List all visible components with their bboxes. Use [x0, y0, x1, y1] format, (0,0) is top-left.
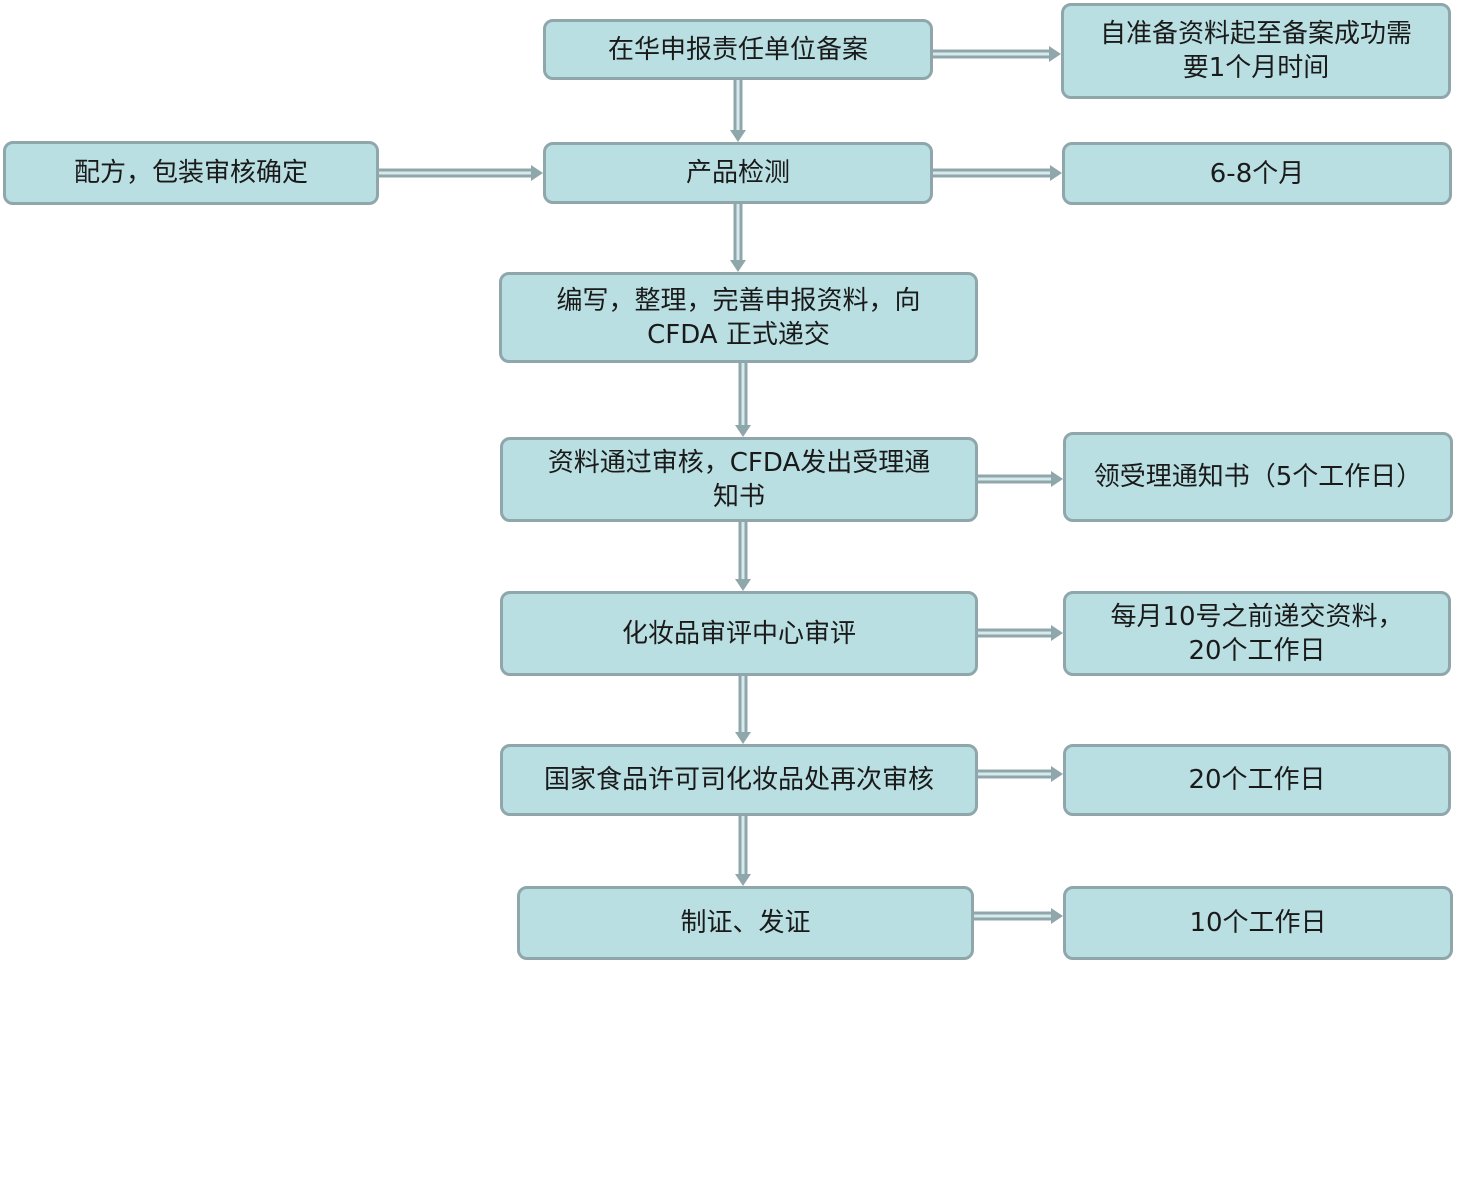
- step-recheck-text: 国家食品许可司化妆品处再次审核: [543, 765, 934, 795]
- step-formula: 配方，包装审核确定: [3, 141, 379, 205]
- step-review: 化妆品审评中心审评: [500, 591, 978, 676]
- arrow-issue-to-time: [974, 908, 1063, 924]
- step-review-duration: 每月10号之前递交资料， 20个工作日: [1063, 591, 1451, 676]
- step-issue-text: 制证、发证: [680, 908, 811, 938]
- arrow-accept-to-time: [978, 471, 1063, 487]
- step-issue-duration-text: 10个工作日: [1189, 908, 1327, 938]
- step-recheck-duration: 20个工作日: [1063, 744, 1451, 816]
- step-review-text: 化妆品审评中心审评: [621, 618, 856, 649]
- arrow-recheck-to-issue: [735, 816, 751, 886]
- step-accept-duration: 领受理通知书（5个工作日）: [1063, 432, 1453, 522]
- step-submit-line1: 编写，整理，完善申报资料，向: [556, 285, 921, 316]
- arrow-review-to-recheck: [735, 676, 751, 744]
- step-register-duration-line2: 要1个月时间: [1182, 53, 1330, 83]
- step-review-duration-line2: 20个工作日: [1188, 635, 1326, 666]
- step-accept: 资料通过审核，CFDA发出受理通 知书: [500, 437, 978, 522]
- arrow-recheck-to-time: [978, 766, 1063, 782]
- step-accept-duration-text: 领受理通知书（5个工作日）: [1093, 462, 1423, 492]
- step-register-text: 在华申报责任单位备案: [607, 34, 868, 65]
- step-register-duration-line1: 自准备资料起至备案成功需: [1099, 19, 1412, 49]
- step-testing-duration-text: 6-8个月: [1209, 158, 1305, 189]
- arrow-accept-to-review: [735, 522, 751, 591]
- step-accept-line1: 资料通过审核，CFDA发出受理通: [547, 447, 931, 478]
- step-issue: 制证、发证: [517, 886, 974, 960]
- step-recheck: 国家食品许可司化妆品处再次审核: [500, 744, 978, 816]
- step-issue-duration: 10个工作日: [1063, 886, 1453, 960]
- arrow-testing-to-submit: [730, 204, 746, 272]
- step-testing: 产品检测: [543, 142, 933, 204]
- arrow-review-to-time: [978, 625, 1063, 641]
- step-submit: 编写，整理，完善申报资料，向 CFDA 正式递交: [499, 272, 978, 363]
- step-register-duration: 自准备资料起至备案成功需 要1个月时间: [1061, 3, 1451, 99]
- step-review-duration-line1: 每月10号之前递交资料，: [1110, 601, 1404, 632]
- step-testing-duration: 6-8个月: [1062, 142, 1452, 205]
- arrow-submit-to-accept: [735, 363, 751, 437]
- arrow-register-to-testing: [730, 80, 746, 142]
- step-recheck-duration-text: 20个工作日: [1188, 765, 1326, 795]
- step-formula-text: 配方，包装审核确定: [73, 158, 308, 188]
- step-register: 在华申报责任单位备案: [543, 19, 933, 80]
- step-accept-line2: 知书: [712, 481, 765, 512]
- step-testing-text: 产品检测: [685, 158, 790, 188]
- arrow-testing-to-time: [933, 165, 1062, 181]
- arrow-formula-to-testing: [379, 165, 543, 181]
- step-submit-line2: CFDA 正式递交: [647, 319, 830, 350]
- arrow-register-to-time: [933, 46, 1061, 62]
